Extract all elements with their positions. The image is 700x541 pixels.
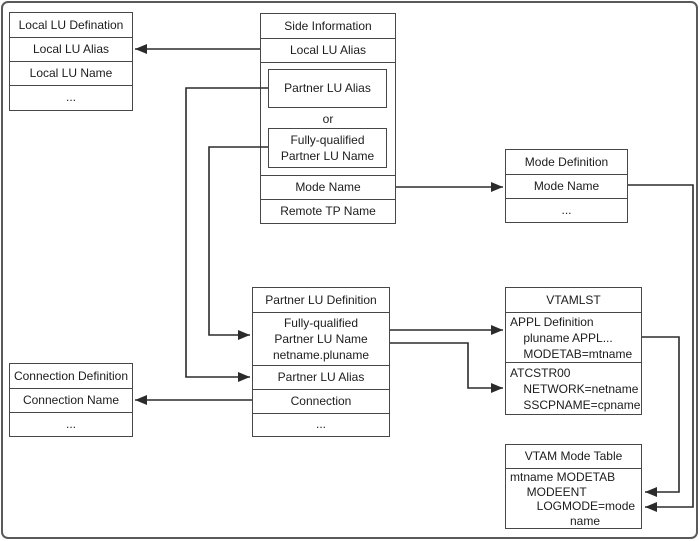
mode-name-row: Mode Name (506, 174, 627, 198)
mode-definition-title: Mode Definition (524, 155, 609, 169)
mode-more-row: ... (506, 198, 627, 221)
side-information-box: Side Information Local LU Alias Partner … (260, 13, 396, 224)
local-lu-more-row: ... (10, 85, 132, 109)
local-lu-alias-row: Local LU Alias (10, 37, 132, 61)
partner-lu-alias-row: Partner LU Alias (253, 365, 389, 389)
connection-name-row: Connection Name (10, 388, 132, 412)
side-local-lu-alias-row: Local LU Alias (261, 38, 395, 62)
partner-lu-definition-title: Partner LU Definition (265, 293, 377, 307)
partner-fq-name-row: Fully-qualified Partner LU Name netname.… (253, 312, 389, 365)
partner-more-row: ... (253, 413, 389, 435)
partner-lu-alias-option-box: Partner LU Alias (268, 69, 387, 108)
side-mode-name-row: Mode Name (261, 175, 395, 199)
connection-row: Connection (253, 389, 389, 413)
appl-definition-section: APPL Definition pluname APPL... MODETAB=… (506, 312, 641, 362)
vtamlst-title: VTAMLST (546, 293, 601, 307)
side-partner-section: Partner LU Alias or Fully-qualified Part… (261, 62, 395, 175)
connection-definition-title: Connection Definition (13, 369, 129, 383)
vtam-mode-table-title: VTAM Mode Table (524, 449, 623, 463)
or-label: or (322, 112, 334, 126)
connection-more-row: ... (10, 412, 132, 435)
local-lu-name-row: Local LU Name (10, 61, 132, 85)
partner-lu-definition-box: Partner LU Definition Fully-qualified Pa… (252, 287, 390, 437)
vtamlst-box: VTAMLST APPL Definition pluname APPL... … (505, 287, 642, 415)
local-lu-definition-title: Local LU Defination (18, 18, 124, 32)
fully-qualified-partner-lu-name-option-box: Fully-qualified Partner LU Name (268, 128, 387, 168)
mode-definition-box: Mode Definition Mode Name ... (505, 149, 628, 223)
atcstr00-section: ATCSTR00 NETWORK=netname SSCPNAME=cpname (506, 362, 641, 413)
side-information-title: Side Information (284, 19, 372, 33)
connection-definition-box: Connection Definition Connection Name ..… (9, 363, 133, 437)
local-lu-definition-box: Local LU Defination Local LU Alias Local… (9, 12, 133, 111)
side-remote-tp-name-row: Remote TP Name (261, 199, 395, 223)
vtam-mode-table-content: mtname MODETAB MODEENT LOGMODE=mode name (506, 468, 641, 527)
vtam-mode-table-box: VTAM Mode Table mtname MODETAB MODEENT L… (505, 444, 642, 529)
